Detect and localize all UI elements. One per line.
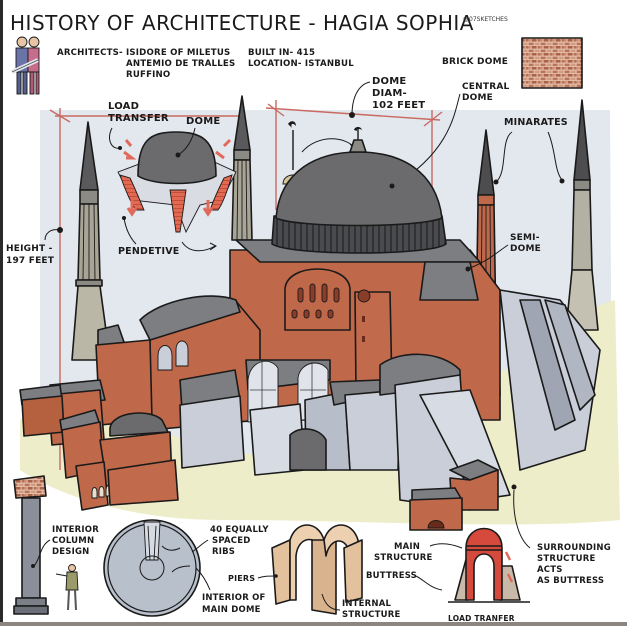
internal-arch-structure	[271, 524, 363, 615]
piers-label: PIERS	[228, 574, 255, 583]
pendetive-label: PENDETIVE	[118, 246, 179, 257]
surrounding-label-1: SURROUNDING	[537, 543, 611, 553]
left-border	[0, 0, 3, 626]
column-label-2: COLUMN	[52, 536, 94, 546]
architects-figure-icon	[11, 36, 40, 95]
surrounding-label-2: STRUCTURE	[537, 554, 595, 564]
interior-column-icon	[13, 475, 49, 615]
dome-diam-label-2: DIAM-	[372, 88, 407, 99]
minaret-back-left	[231, 95, 253, 241]
dome-label: DOME	[186, 116, 220, 127]
ribs-label-3: RIBS	[212, 547, 235, 557]
page-title: HISTORY OF ARCHITECTURE - HAGIA SOPHIA	[10, 11, 474, 35]
central-dome-label-2: DOME	[462, 93, 493, 103]
surrounding-label-4: AS BUTTRESS	[537, 576, 604, 586]
central-dome	[275, 151, 443, 227]
minaret-back-right	[565, 99, 599, 331]
hagia-sophia-building	[19, 127, 601, 531]
dome-diam-label-3: 102 FEET	[372, 100, 425, 111]
central-dome-label-1: CENTRAL	[462, 82, 510, 92]
semi-dome	[419, 261, 479, 301]
internal-structure-label-1: INTERNAL	[342, 599, 392, 609]
load-tranfer-label: LOAD TRANFER	[448, 614, 515, 623]
column-label-3: DESIGN	[52, 547, 89, 557]
architect-3: RUFFINO	[126, 70, 170, 80]
brick-dome-label: BRICK DOME	[442, 57, 508, 67]
height-label-2: 197 FEET	[6, 256, 55, 266]
interior-dome-label-2: MAIN DOME	[202, 605, 261, 615]
ribs-label-2: SPACED	[212, 536, 250, 546]
height-label-1: HEIGHT -	[6, 244, 53, 254]
artist-credit: @07SKETCHES	[463, 16, 508, 23]
surrounding-label-3: ACTS	[537, 565, 563, 575]
brick-swatch	[521, 37, 583, 89]
ribs-label-1: 40 EQUALLY	[210, 525, 269, 535]
dome-diam-label-1: DOME	[372, 76, 406, 87]
pendentive-diagram	[117, 131, 237, 234]
interior-main-dome-plan	[103, 519, 201, 617]
built-year: BUILT IN- 415	[248, 48, 315, 58]
main-structure-label-1: MAIN	[394, 542, 420, 552]
semi-dome-label-2: DOME	[510, 244, 541, 254]
person-figure-icon	[55, 564, 79, 611]
buttress-label: BUTTRESS	[366, 571, 417, 581]
column-label-1: INTERIOR	[52, 525, 99, 535]
semi-dome-label-1: SEMI-	[510, 233, 540, 243]
load-transfer-label-1: LOAD	[108, 101, 139, 112]
minarates-label: MINARATES	[504, 117, 568, 128]
bottom-border	[0, 622, 627, 626]
internal-structure-label-2: STRUCTURE	[342, 610, 400, 620]
location: LOCATION- ISTANBUL	[248, 59, 354, 69]
main-structure-label-2: STRUCTURE	[374, 553, 432, 563]
architect-1: ISIDORE OF MILETUS	[126, 48, 230, 58]
architects-label: ARCHITECTS-	[57, 48, 123, 58]
svg-text:ARCHITECTS-: ARCHITECTS-	[57, 48, 123, 58]
load-transfer-arch	[448, 527, 530, 603]
load-transfer-label-2: TRANSFER	[108, 113, 169, 124]
interior-dome-label-1: INTERIOR OF	[202, 593, 266, 603]
architect-2: ANTEMIO DE TRALLES	[126, 59, 235, 69]
